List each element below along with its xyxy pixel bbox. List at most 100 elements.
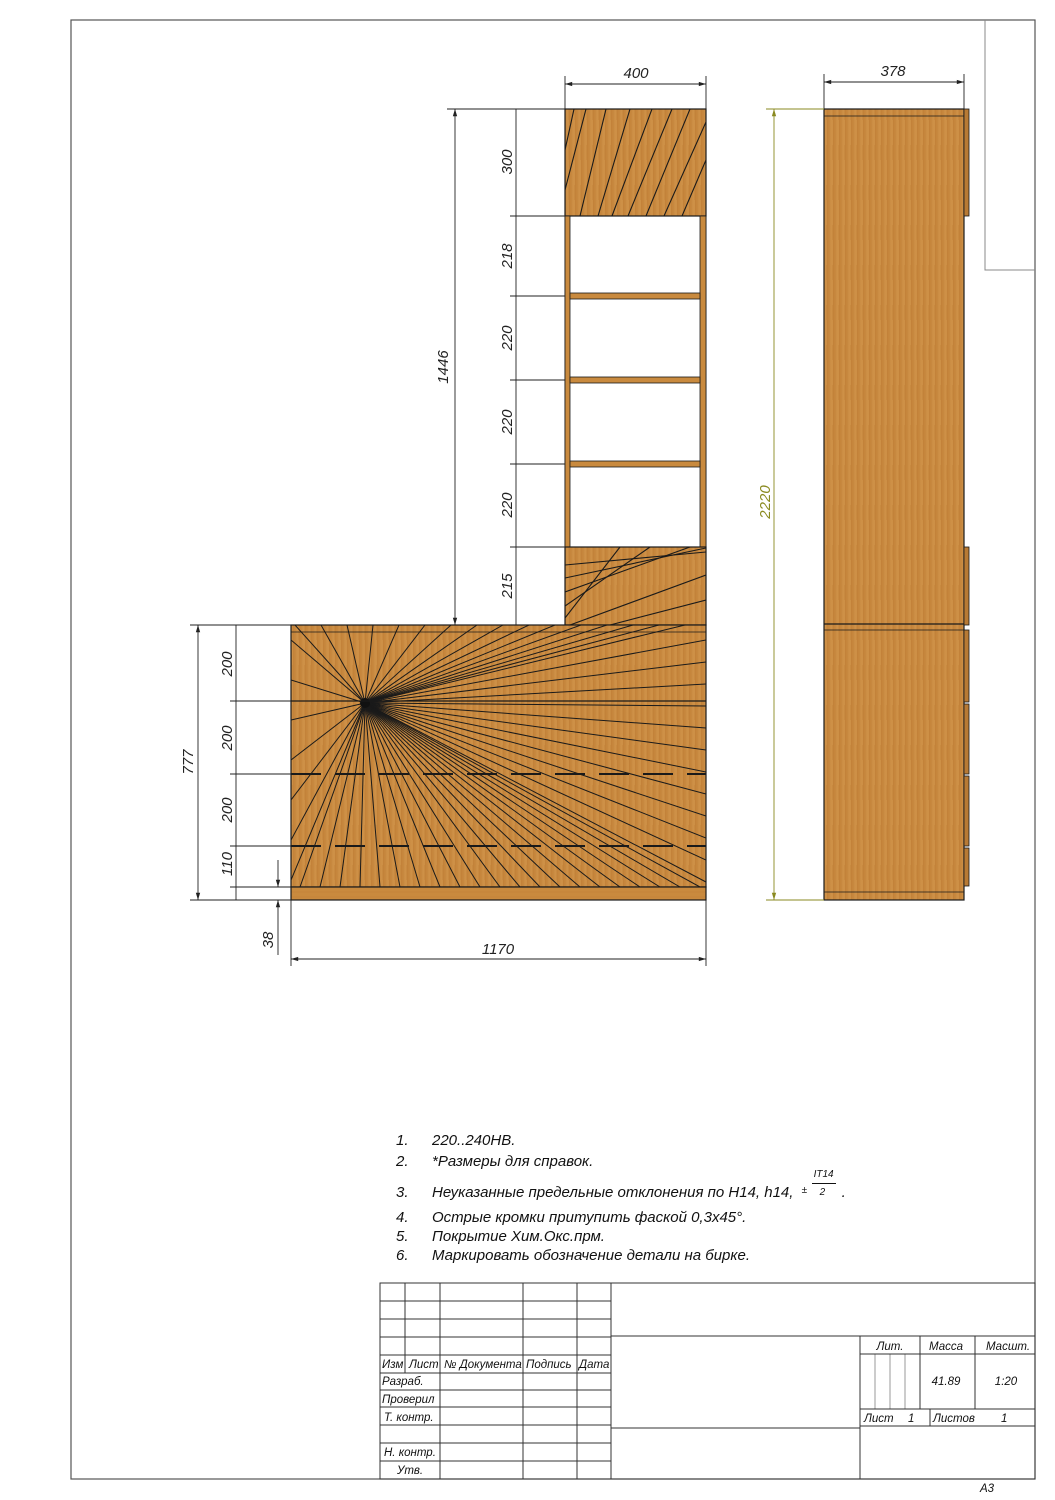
veneer-ray	[364, 702, 706, 707]
overall-height-dim	[766, 108, 824, 901]
tolerance-fraction: ± IT14 2	[801, 1169, 836, 1198]
veneer-ray	[364, 625, 686, 704]
dimension-lines	[190, 74, 965, 966]
shelf	[569, 292, 701, 300]
veneer-ray	[291, 639, 366, 704]
veneer-ray	[364, 702, 661, 887]
dim-upper-1: 218	[499, 243, 516, 270]
veneer-ray	[364, 625, 426, 704]
veneer-ray	[364, 625, 452, 704]
veneer-ray	[364, 625, 556, 704]
veneer-ray	[364, 625, 374, 704]
tb-lit-label: Лит.	[876, 1341, 904, 1353]
dim-lower-0: 200	[219, 651, 236, 678]
dim-lower-3: 110	[219, 851, 236, 876]
dim-upper-4: 220	[499, 492, 516, 519]
tb-col-doc: № Документа	[444, 1359, 522, 1371]
tb-col-sign: Подпись	[526, 1359, 572, 1371]
veneer-ray	[364, 702, 561, 887]
tb-scale-value: 1:20	[995, 1376, 1018, 1388]
veneer-ray	[364, 702, 706, 751]
note-6: 6.Маркировать обозначение детали на бирк…	[396, 1247, 750, 1264]
format-label: A3	[979, 1483, 995, 1495]
veneer-ray	[339, 702, 366, 887]
tb-mass-label: Масса	[929, 1341, 963, 1353]
note-5: 5.Покрытие Хим.Окс.прм.	[396, 1228, 605, 1245]
veneer-ray	[291, 702, 366, 801]
upper-bottom-panel	[564, 546, 707, 626]
veneer-ray	[364, 625, 478, 704]
veneer-ray	[364, 625, 634, 704]
veneer-ray	[364, 702, 381, 887]
veneer-ray	[364, 702, 681, 887]
tb-col-izm: Изм	[382, 1359, 403, 1371]
veneer-ray	[291, 702, 366, 761]
veneer-ray	[291, 702, 366, 881]
veneer-ray	[364, 702, 706, 817]
dim-total-width: 1170	[482, 941, 515, 958]
veneer-ray	[364, 625, 530, 704]
veneer-ray	[364, 702, 481, 887]
veneer-ray	[364, 702, 701, 887]
veneer-ray	[364, 702, 706, 839]
dim-upper-3: 220	[499, 409, 516, 436]
veneer-ray	[364, 639, 706, 704]
dim-lower-total: 777	[180, 749, 197, 775]
tb-col-list: Лист	[408, 1359, 439, 1371]
veneer-ray	[319, 702, 366, 887]
veneer-ray	[291, 702, 366, 841]
dim-lower-2: 200	[219, 797, 236, 824]
tb-row-proveril: Проверил	[382, 1394, 435, 1406]
tb-mass-value: 41.89	[932, 1376, 961, 1388]
sunburst-veneer	[291, 625, 706, 887]
veneer-ray	[299, 702, 366, 887]
veneer-ray	[294, 625, 366, 704]
veneer-ray	[364, 702, 706, 861]
veneer-ray	[364, 702, 501, 887]
veneer-ray	[320, 625, 366, 704]
side-door-edge	[963, 108, 970, 217]
front-view	[290, 108, 707, 901]
title-block	[379, 1282, 1036, 1480]
veneer-ray	[364, 625, 504, 704]
veneer-ray	[364, 702, 441, 887]
dim-upper-5: 215	[499, 573, 516, 600]
tb-row-razrab: Разраб.	[382, 1376, 424, 1388]
veneer-ray	[364, 702, 706, 729]
dim-upper-2: 220	[499, 325, 516, 352]
tb-row-nkontr: Н. контр.	[384, 1447, 436, 1459]
shelf	[569, 460, 701, 468]
tb-sheet-value: 1	[908, 1413, 914, 1425]
note-2: 2.*Размеры для справок.	[396, 1153, 594, 1170]
veneer-ray	[291, 702, 366, 721]
tb-sheets-value: 1	[1001, 1413, 1007, 1425]
sunburst-center	[360, 698, 370, 708]
dim-depth: 378	[880, 63, 906, 80]
veneer-ray	[364, 625, 608, 704]
veneer-ray	[364, 702, 541, 887]
veneer-ray	[364, 702, 641, 887]
veneer-ray	[364, 625, 660, 704]
veneer-ray	[364, 702, 621, 887]
veneer-ray	[364, 702, 401, 887]
tb-sheets-label: Листов	[932, 1413, 975, 1425]
dim-total-height: 2220	[757, 485, 774, 520]
dim-upper-0: 300	[499, 149, 516, 175]
dim-upper-total: 1446	[435, 350, 452, 384]
plinth	[290, 886, 707, 901]
veneer-ray	[364, 625, 582, 704]
veneer-ray	[291, 679, 366, 704]
tb-col-date: Дата	[577, 1359, 609, 1371]
veneer-ray	[364, 702, 706, 883]
dim-top-width: 400	[623, 65, 649, 82]
veneer-ray	[364, 702, 706, 795]
veneer-ray	[364, 625, 400, 704]
side-view	[823, 108, 970, 901]
note-1: 1.220..240HB.	[396, 1132, 516, 1149]
veneer-ray	[364, 702, 421, 887]
veneer-ray	[346, 625, 366, 704]
note-4: 4.Острые кромки притупить фаской 0,3x45°…	[396, 1209, 747, 1226]
veneer-ray	[359, 702, 366, 887]
veneer-ray	[364, 661, 706, 704]
